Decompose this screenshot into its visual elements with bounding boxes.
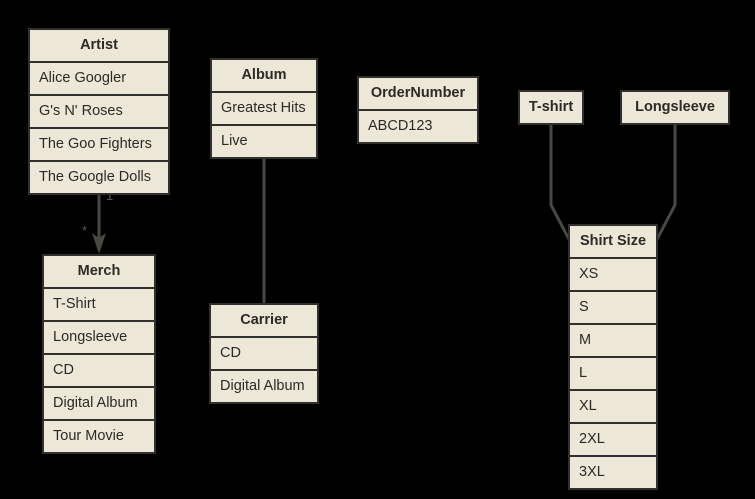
entity-album-header: Album: [212, 60, 316, 91]
entity-shirt-size-row-3[interactable]: L: [570, 358, 656, 389]
entity-merch-row-2[interactable]: CD: [44, 355, 154, 386]
entity-merch-row-0[interactable]: T-Shirt: [44, 289, 154, 320]
entity-longsleeve-header: Longsleeve: [622, 92, 728, 123]
entity-album-row-0[interactable]: Greatest Hits: [212, 93, 316, 124]
entity-shirt-size-row-6[interactable]: 3XL: [570, 457, 656, 488]
entity-shirt-size[interactable]: Shirt Size XS S M L XL 2XL 3XL: [568, 224, 658, 490]
entity-shirt-size-row-2[interactable]: M: [570, 325, 656, 356]
entity-carrier-header: Carrier: [211, 305, 317, 336]
entity-merch-header: Merch: [44, 256, 154, 287]
entity-order-number-row-0[interactable]: ABCD123: [359, 111, 477, 142]
entity-tshirt[interactable]: T-shirt: [518, 90, 584, 125]
edge-label-artist-merch-source: 1: [106, 188, 114, 203]
entity-order-number-header: OrderNumber: [359, 78, 477, 109]
entity-album[interactable]: Album Greatest Hits Live: [210, 58, 318, 159]
entity-shirt-size-row-4[interactable]: XL: [570, 391, 656, 422]
entity-album-row-1[interactable]: Live: [212, 126, 316, 157]
entity-longsleeve[interactable]: Longsleeve: [620, 90, 730, 125]
entity-shirt-size-row-1[interactable]: S: [570, 292, 656, 323]
entity-carrier-row-0[interactable]: CD: [211, 338, 317, 369]
entity-artist-header: Artist: [30, 30, 168, 61]
entity-shirt-size-row-0[interactable]: XS: [570, 259, 656, 290]
entity-shirt-size-header: Shirt Size: [570, 226, 656, 257]
entity-merch-row-1[interactable]: Longsleeve: [44, 322, 154, 353]
entity-artist-row-1[interactable]: G's N' Roses: [30, 96, 168, 127]
entity-artist-row-2[interactable]: The Goo Fighters: [30, 129, 168, 160]
entity-shirt-size-row-5[interactable]: 2XL: [570, 424, 656, 455]
edge-label-artist-merch-target: *: [82, 223, 88, 238]
entity-order-number[interactable]: OrderNumber ABCD123: [357, 76, 479, 144]
entity-artist-row-3[interactable]: The Google Dolls: [30, 162, 168, 193]
entity-tshirt-header: T-shirt: [520, 92, 582, 123]
entity-carrier-row-1[interactable]: Digital Album: [211, 371, 317, 402]
entity-artist[interactable]: Artist Alice Googler G's N' Roses The Go…: [28, 28, 170, 195]
entity-merch-row-4[interactable]: Tour Movie: [44, 421, 154, 452]
entity-carrier[interactable]: Carrier CD Digital Album: [209, 303, 319, 404]
entity-merch-row-3[interactable]: Digital Album: [44, 388, 154, 419]
entity-artist-row-0[interactable]: Alice Googler: [30, 63, 168, 94]
entity-merch[interactable]: Merch T-Shirt Longsleeve CD Digital Albu…: [42, 254, 156, 454]
